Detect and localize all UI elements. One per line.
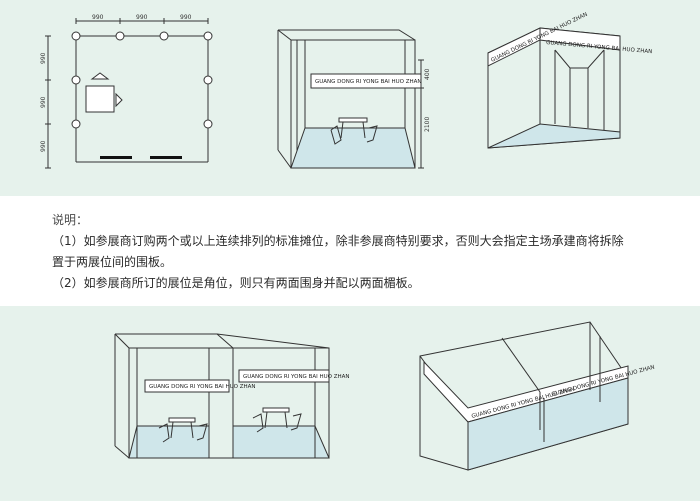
booth-corner-diagram: GUANG DONG RI YONG BAI HUO ZHAN GUANG DO… <box>487 12 652 149</box>
booth-front-diagram: GUANG DONG RI YONG BAI HUO ZHAN 400 2100 <box>277 29 431 169</box>
booth-double-diagram: GUANG DONG RI YONG BAI HUO ZHAN GUANG DO… <box>114 333 350 459</box>
dim-top-3: 990 <box>180 14 192 21</box>
dim-left-3: 990 <box>40 140 47 152</box>
dim-left-1: 990 <box>40 52 47 64</box>
dim-top-2: 990 <box>136 14 148 21</box>
booth-front-height-top: 400 <box>424 68 431 80</box>
floorplan-diagram: 990 990 990 990 990 990 <box>40 14 213 169</box>
booth-front-height-bottom: 2100 <box>424 117 431 132</box>
booth-double-fascia-left: GUANG DONG RI YONG BAI HUO ZHAN <box>149 384 256 390</box>
booth-front-fascia-text: GUANG DONG RI YONG BAI HUO ZHAN <box>315 79 422 85</box>
notes-line-3: （2）如参展商所订的展位是角位，则只有两面围身并配以两面楣板。 <box>52 276 420 290</box>
booth-double-fascia-right: GUANG DONG RI YONG BAI HUO ZHAN <box>243 374 350 380</box>
booth-corner-double-diagram: GUANG DONG RI YONG BAI HUO ZHAN GUANG DO… <box>419 321 655 471</box>
notes-line-2: 置于两展位间的围板。 <box>52 255 173 269</box>
dim-top-1: 990 <box>92 14 104 21</box>
notes-title: 说明： <box>52 213 89 227</box>
notes-line-1: （1）如参展商订购两个或以上连续排列的标准摊位，除非参展商特别要求，否则大会指定… <box>52 234 624 248</box>
dim-left-2: 990 <box>40 96 47 108</box>
notes-section: 说明： （1）如参展商订购两个或以上连续排列的标准摊位，除非参展商特别要求，否则… <box>52 210 672 294</box>
